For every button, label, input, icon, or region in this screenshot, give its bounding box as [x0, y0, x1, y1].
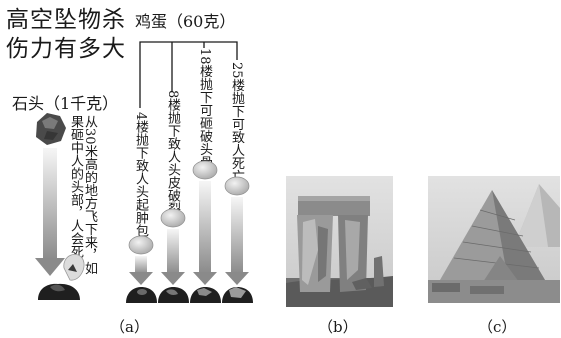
stonehenge-photo: [286, 176, 393, 307]
egg-bracket: [139, 41, 238, 108]
caption-a: （a）: [110, 318, 149, 336]
floor-8-text: 8楼抛下致人头皮破裂: [165, 90, 180, 216]
floor-25-text: 25楼抛下可致人死亡: [229, 62, 244, 183]
bracket-line: [139, 41, 238, 108]
figure-title: 高空坠物杀伤力有多大: [6, 7, 126, 62]
egg-label: 鸡蛋（60克）: [135, 12, 236, 31]
stone-note: 从30米高的地方飞下来，如果砸中人的头部，人会死亡: [68, 115, 97, 275]
head-icon-18f: [190, 287, 221, 303]
head-icon-4f: [126, 287, 157, 303]
stone-label: 石头（1千克）: [12, 94, 119, 113]
head-icon-8f: [158, 287, 189, 303]
head-icon-25f: [222, 287, 253, 303]
stone-icon: [36, 113, 66, 145]
egg-25f: [224, 176, 250, 285]
stone-arrow: [35, 148, 65, 276]
floor-4-text: 4楼抛下致人头起肿包: [133, 112, 148, 238]
broken-egg-icon: [63, 254, 85, 281]
caption-b: （b）: [318, 318, 358, 336]
floor-18-text: 18楼抛下可砸破头骨: [197, 48, 212, 169]
egg-18f: [192, 160, 218, 285]
egg-8f: [160, 208, 186, 285]
head-icon-stone: [38, 283, 80, 300]
egg-4f: [128, 235, 154, 285]
pyramids-photo: [428, 176, 560, 303]
caption-c: （c）: [478, 318, 517, 336]
